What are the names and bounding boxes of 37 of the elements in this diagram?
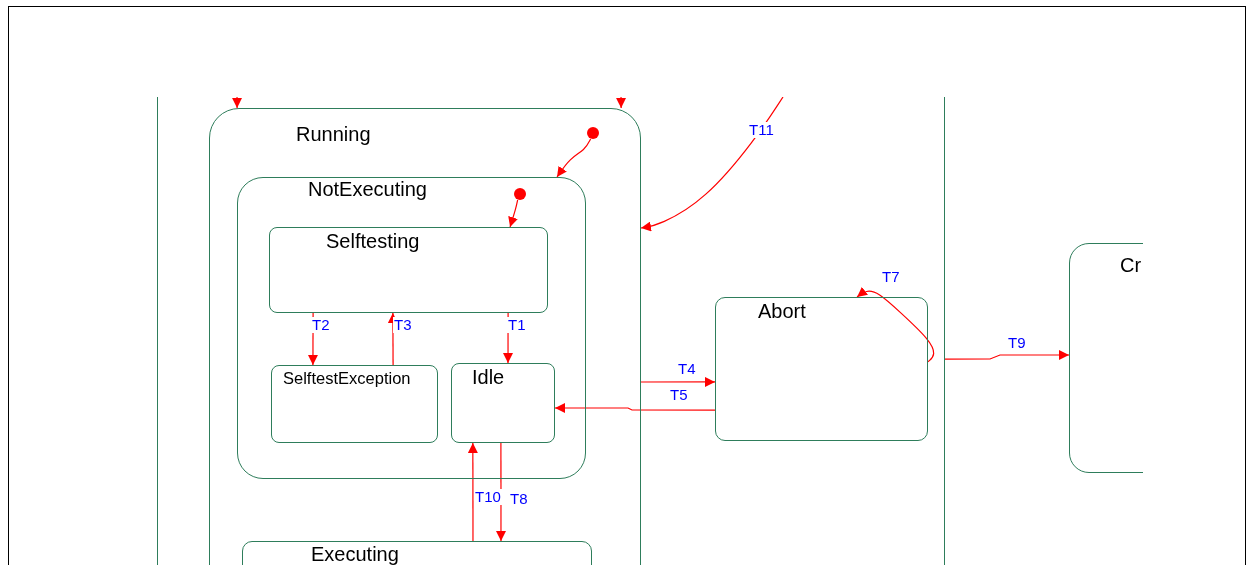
- transition-arrow: [640, 97, 784, 232]
- transition-arrow: [856, 286, 935, 363]
- edge-label: T7: [881, 269, 901, 285]
- transition-arrow: [616, 97, 627, 109]
- transition-arrow: [467, 442, 478, 542]
- transition-arrow: [232, 97, 243, 109]
- transition-arrow: [503, 312, 513, 364]
- transition-arrow: [508, 199, 519, 228]
- state-box: [271, 365, 438, 443]
- edge-label: T3: [393, 317, 413, 333]
- transition-arrow: [640, 376, 716, 387]
- state-name: Selftesting: [326, 230, 420, 252]
- initial-state-dot: [587, 127, 599, 139]
- transition-arrow: [944, 350, 1070, 360]
- state-box: [715, 297, 928, 441]
- state-name: Running: [296, 123, 371, 145]
- initial-state-dot: [514, 188, 526, 200]
- edge-label: T11: [748, 122, 775, 138]
- state-name: Cr: [1120, 254, 1142, 276]
- edge-label: T1: [507, 317, 527, 333]
- state-box: [451, 363, 555, 443]
- state-name: Executing: [311, 543, 399, 565]
- state-name: NotExecuting: [308, 178, 427, 200]
- transition-arrow: [307, 312, 318, 366]
- edge-label: T5: [669, 387, 689, 403]
- transition-arrow: [554, 403, 716, 413]
- state-name: SelftestException: [283, 368, 411, 389]
- edge-label: T8: [509, 491, 529, 507]
- edge-label: T9: [1007, 335, 1027, 351]
- edge-label: T4: [677, 361, 697, 377]
- edge-label: T2: [311, 317, 331, 333]
- edge-label: T10: [474, 489, 502, 505]
- state-name: Abort: [758, 300, 806, 322]
- transition-arrow: [556, 138, 592, 178]
- transition-arrow: [387, 312, 398, 366]
- state-box: [269, 227, 548, 313]
- state-name: Idle: [472, 366, 505, 388]
